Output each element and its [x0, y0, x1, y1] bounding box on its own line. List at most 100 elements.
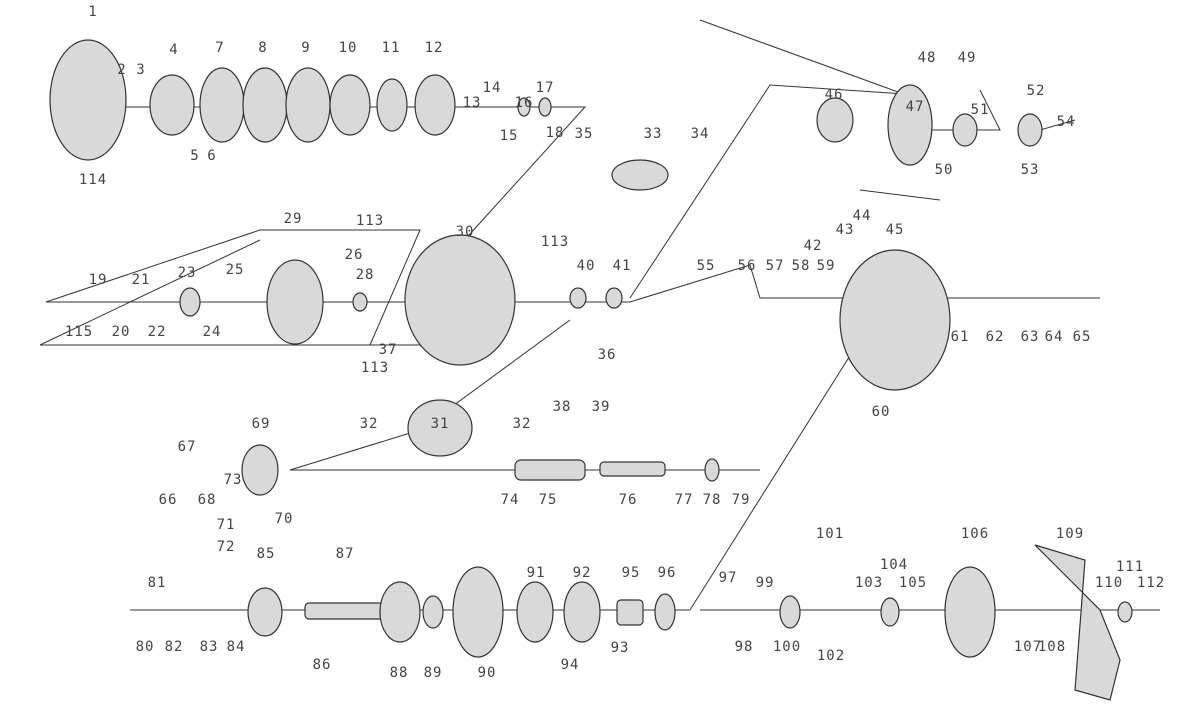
worm-shaft: [599, 461, 666, 477]
part-label-71: 71: [216, 517, 236, 533]
part-label-34: 34: [690, 126, 710, 142]
part-label-95: 95: [621, 565, 641, 581]
part-label-79: 79: [731, 492, 751, 508]
part-label-67: 67: [177, 439, 197, 455]
brake-plate: [329, 74, 371, 136]
part-label-60: 60: [871, 404, 891, 420]
part-label-15: 15: [499, 128, 519, 144]
part-label-12: 12: [424, 40, 444, 56]
part-label-36: 36: [597, 347, 617, 363]
part-label-89: 89: [423, 665, 443, 681]
part-label-43: 43: [835, 222, 855, 238]
star-drag: [944, 566, 996, 658]
leader-line: [859, 189, 941, 201]
part-label-65: 65: [1072, 329, 1092, 345]
washer: [422, 595, 444, 629]
leader-line: [900, 89, 1001, 131]
part-label-111: 111: [1115, 559, 1145, 575]
part-label-32: 32: [359, 416, 379, 432]
part-label-107: 107: [1013, 639, 1043, 655]
part-label-88: 88: [389, 665, 409, 681]
part-label-59: 59: [816, 258, 836, 274]
part-label-87: 87: [335, 546, 355, 562]
part-label-35: 35: [574, 126, 594, 142]
part-label-28: 28: [355, 267, 375, 283]
part-label-11: 11: [381, 40, 401, 56]
part-label-99: 99: [755, 575, 775, 591]
part-label-30: 30: [455, 224, 475, 240]
plate: [779, 595, 801, 629]
brake-housing: [887, 84, 933, 166]
part-label-21: 21: [131, 272, 151, 288]
part-label-39: 39: [591, 399, 611, 415]
part-label-92: 92: [572, 565, 592, 581]
brake-dial: [1017, 113, 1043, 147]
bearing-housing: [414, 74, 456, 136]
part-label-78: 78: [702, 492, 722, 508]
part-label-105: 105: [898, 575, 928, 591]
part-label-33: 33: [643, 126, 663, 142]
part-label-83: 83: [199, 639, 219, 655]
leader-line: [699, 19, 921, 101]
retainer: [1117, 601, 1133, 623]
part-label-45: 45: [885, 222, 905, 238]
part-label-25: 25: [225, 262, 245, 278]
part-label-80: 80: [135, 639, 155, 655]
part-label-69: 69: [251, 416, 271, 432]
level-wind: [241, 444, 279, 496]
part-label-91: 91: [526, 565, 546, 581]
part-label-23: 23: [177, 265, 197, 281]
part-label-8: 8: [258, 40, 268, 56]
roller-bearing: [654, 593, 676, 631]
part-label-112: 112: [1136, 575, 1166, 591]
collar: [605, 287, 623, 309]
part-label-49: 49: [957, 50, 977, 66]
ratchet: [379, 581, 421, 643]
part-label-53: 53: [1020, 162, 1040, 178]
part-label-110: 110: [1094, 575, 1124, 591]
leader-line: [629, 84, 921, 299]
part-label-103: 103: [854, 575, 884, 591]
part-label-94: 94: [560, 657, 580, 673]
thumb-bar: [611, 159, 669, 191]
gear: [704, 458, 720, 482]
part-label-40: 40: [576, 258, 596, 274]
part-label-113: 113: [355, 213, 385, 229]
leader-line: [45, 229, 421, 346]
part-label-24: 24: [202, 324, 222, 340]
part-label-55: 55: [696, 258, 716, 274]
part-label-9: 9: [301, 40, 311, 56]
side-plate: [839, 249, 951, 391]
part-label-50: 50: [934, 162, 954, 178]
cast-control-knob: [149, 74, 195, 136]
part-label-37: 37: [378, 342, 398, 358]
part-label-82: 82: [164, 639, 184, 655]
part-label-6: 6: [207, 148, 217, 164]
part-label-26: 26: [344, 247, 364, 263]
part-label-22: 22: [147, 324, 167, 340]
part-label-63: 63: [1020, 329, 1040, 345]
main-gear: [452, 566, 504, 658]
part-label-61: 61: [950, 329, 970, 345]
part-label-2: 2: [117, 62, 127, 78]
part-label-97: 97: [718, 570, 738, 586]
part-label-73: 73: [223, 472, 243, 488]
part-label-10: 10: [338, 40, 358, 56]
bearing: [352, 292, 368, 312]
part-label-48: 48: [917, 50, 937, 66]
part-label-38: 38: [552, 399, 572, 415]
part-label-32: 32: [512, 416, 532, 432]
part-label-84: 84: [226, 639, 246, 655]
part-label-29: 29: [283, 211, 303, 227]
spring-plate: [376, 78, 408, 132]
part-label-17: 17: [535, 80, 555, 96]
part-label-64: 64: [1044, 329, 1064, 345]
part-label-98: 98: [734, 639, 754, 655]
leader-line: [39, 239, 261, 346]
part-label-20: 20: [111, 324, 131, 340]
part-label-5: 5: [190, 148, 200, 164]
part-label-1: 1: [88, 4, 98, 20]
part-label-85: 85: [256, 546, 276, 562]
part-label-113: 113: [360, 360, 390, 376]
